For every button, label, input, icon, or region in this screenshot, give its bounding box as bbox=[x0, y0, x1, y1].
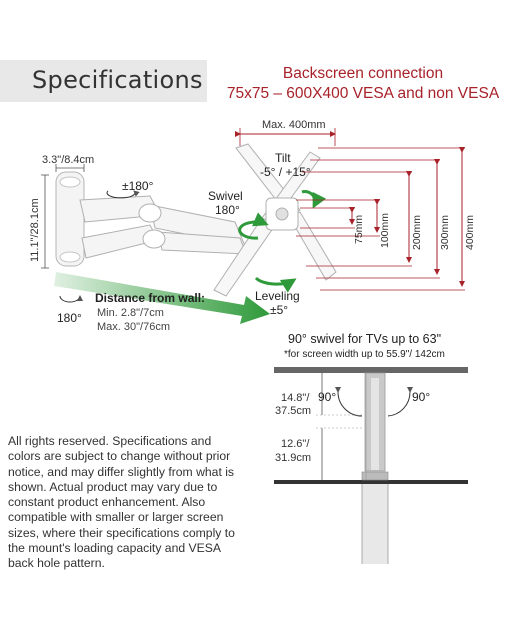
dim2-line1: 12.6"/ bbox=[281, 438, 310, 450]
tilt-label: Tilt bbox=[275, 151, 291, 165]
vesa-height-300: 300mm bbox=[439, 215, 451, 250]
swivel-arrow bbox=[238, 212, 269, 240]
vesa-height-100: 100mm bbox=[379, 213, 391, 248]
dim1-line2: 37.5cm bbox=[275, 405, 311, 417]
backscreen-line-2: 75x75 – 600X400 VESA and non VESA bbox=[226, 85, 500, 102]
tilt-value: -5° / +15° bbox=[260, 165, 311, 179]
swivel-right-arc bbox=[387, 386, 413, 417]
swivel-diagram-title: 90° swivel for TVs up to 63" bbox=[288, 332, 442, 346]
backscreen-line-1: Backscreen connection bbox=[282, 65, 444, 82]
leveling-value: ±5° bbox=[270, 303, 288, 317]
dim1-line1: 14.8"/ bbox=[281, 392, 310, 404]
leveling-arrow bbox=[254, 276, 297, 293]
distance-arrow bbox=[54, 272, 270, 324]
dim2-line2: 31.9cm bbox=[275, 452, 311, 464]
wall-rotate-label: 180° bbox=[57, 311, 82, 325]
wall-rotate-arrow bbox=[59, 295, 83, 303]
vesa-height-75: 75mm bbox=[353, 215, 365, 244]
swivel-left-arc bbox=[334, 386, 363, 417]
distance-title: Distance from wall: bbox=[95, 291, 205, 305]
title-panel bbox=[0, 60, 207, 102]
swivel-diagram-subtitle: *for screen width up to 55.9"/ 142cm bbox=[284, 349, 445, 360]
tilt-arrow bbox=[301, 190, 327, 209]
vesa-height-guides bbox=[296, 147, 465, 291]
swivel-top-view bbox=[274, 367, 468, 564]
page-title: Specifications bbox=[32, 66, 203, 94]
wall-plate bbox=[55, 171, 85, 267]
backscreen-heading: Backscreen connection 75x75 – 600X400 VE… bbox=[218, 64, 508, 104]
swivel-angle-left: 90° bbox=[318, 390, 336, 404]
leveling-label: Leveling bbox=[255, 289, 300, 303]
depth-label: 3.3"/8.4cm bbox=[42, 154, 94, 166]
swivel-label: Swivel bbox=[208, 189, 243, 203]
vesa-height-400: 400mm bbox=[464, 215, 476, 250]
arm-rotate-arrow bbox=[106, 190, 140, 199]
swivel-value: 180° bbox=[215, 203, 240, 217]
mount-arm bbox=[79, 195, 247, 259]
distance-min: Min. 2.8"/7cm bbox=[97, 307, 164, 319]
height-label: 11.1"/28.1cm bbox=[29, 198, 41, 262]
distance-max: Max. 30"/76cm bbox=[97, 321, 170, 333]
vesa-height-200: 200mm bbox=[411, 215, 423, 250]
arm-rotate-label: ±180° bbox=[122, 179, 154, 193]
vesa-bracket bbox=[213, 143, 337, 297]
swivel-angle-right: 90° bbox=[412, 390, 430, 404]
disclaimer-note: All rights reserved. Specifications and … bbox=[8, 434, 235, 571]
vesa-height-lines bbox=[349, 147, 465, 287]
vesa-width-label: Max. 400mm bbox=[262, 119, 326, 131]
